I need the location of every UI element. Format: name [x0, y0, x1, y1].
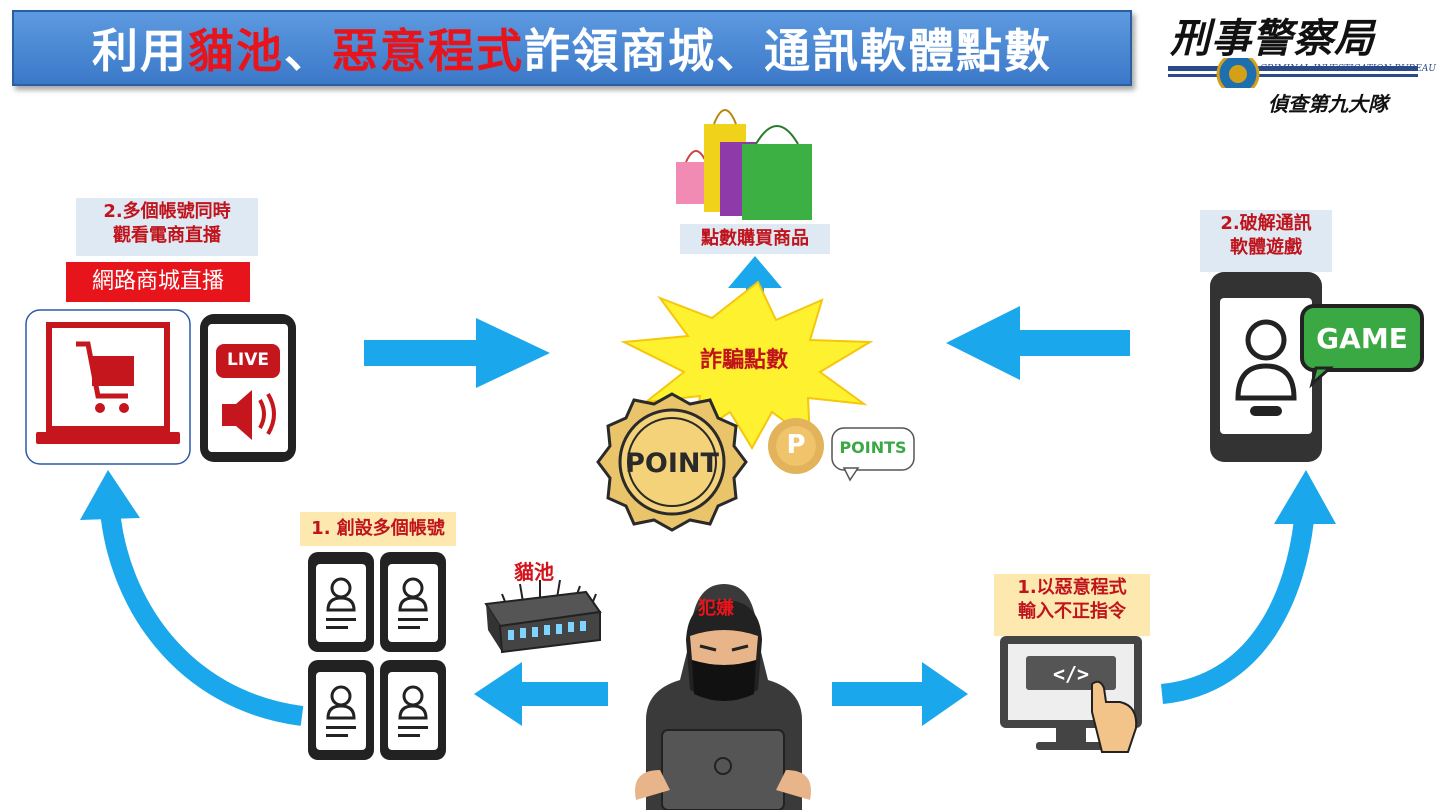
fraud-burst-icon [620, 280, 874, 450]
curved-arrow-to-live [100, 509, 304, 726]
title-banner: 利用貓池、惡意程式詐領商城、通訊軟體點數 [12, 10, 1132, 86]
title-highlight-catpool: 貓池 [188, 24, 284, 78]
label-fraud-points: 詐騙點數 [700, 348, 789, 373]
account-cards-icon [308, 552, 446, 760]
laptop-cart-icon [25, 309, 191, 465]
points-bubble-label: POINTS [839, 438, 907, 457]
label-hack-line2: 軟體遊戲 [1230, 237, 1302, 258]
label-malware-line2: 輸入不正指令 [1018, 601, 1126, 622]
logo-stripes-icon [1168, 58, 1418, 88]
cib-logo: 刑事警察局 CRIMINAL INVESTIGATION BUREAU 偵查第九… [1160, 6, 1436, 118]
label-watch-line2: 觀看電商直播 [113, 225, 221, 246]
code-tag-icon: </> [1052, 662, 1090, 686]
arrow-right-to-computer [832, 662, 968, 726]
live-badge: LIVE [227, 350, 269, 370]
arrow-left-to-center [946, 306, 1130, 380]
points-bubble-icon [831, 427, 915, 482]
label-criminal: 犯嫌 [698, 598, 734, 619]
point-coin-icon [596, 392, 748, 532]
shopping-bags-icon [676, 109, 812, 220]
label-watch-line1: 2.多個帳號同時 [103, 201, 231, 222]
logo-main-text: 刑事警察局 [1170, 16, 1375, 62]
label-malware-command: 1.以惡意程式 輸入不正指令 [994, 574, 1150, 636]
label-create-accounts: 1. 創設多個帳號 [300, 512, 456, 546]
curved-arrow-to-phone [1160, 518, 1314, 704]
label-hack-line1: 2.破解通訊 [1220, 213, 1312, 234]
label-cat-pool: 貓池 [514, 560, 554, 584]
label-hack-game: 2.破解通訊 軟體遊戲 [1200, 210, 1332, 272]
logo-unit: 偵查第九大隊 [1268, 92, 1388, 116]
game-phone-icon [1210, 272, 1424, 462]
modem-pool-icon [484, 579, 602, 654]
label-malware-line1: 1.以惡意程式 [1017, 577, 1127, 598]
p-coin-icon [768, 418, 824, 474]
title-part3: 詐領商城、通訊軟體點數 [524, 24, 1052, 78]
p-coin-label: P [786, 430, 806, 460]
arrow-right-to-center [364, 318, 550, 388]
logo-subtitle: CRIMINAL INVESTIGATION BUREAU [1260, 64, 1436, 74]
hacker-icon [635, 584, 811, 810]
game-badge: GAME [1316, 322, 1408, 355]
title-part1: 利用 [92, 24, 188, 78]
title-part2: 、 [284, 24, 332, 78]
label-multi-account-watch: 2.多個帳號同時 觀看電商直播 [76, 198, 258, 256]
label-live-mall: 網路商城直播 [66, 262, 250, 302]
live-phone-icon [200, 314, 296, 462]
arrow-left-to-accounts [474, 662, 608, 726]
curved-arrow-to-live-head [80, 470, 140, 520]
title-highlight-malware: 惡意程式 [332, 24, 524, 78]
label-buy-goods: 點數購買商品 [680, 224, 830, 254]
curved-arrow-to-phone-head [1274, 470, 1336, 524]
point-coin-label: POINT [625, 448, 719, 479]
code-monitor-icon [1000, 636, 1142, 753]
